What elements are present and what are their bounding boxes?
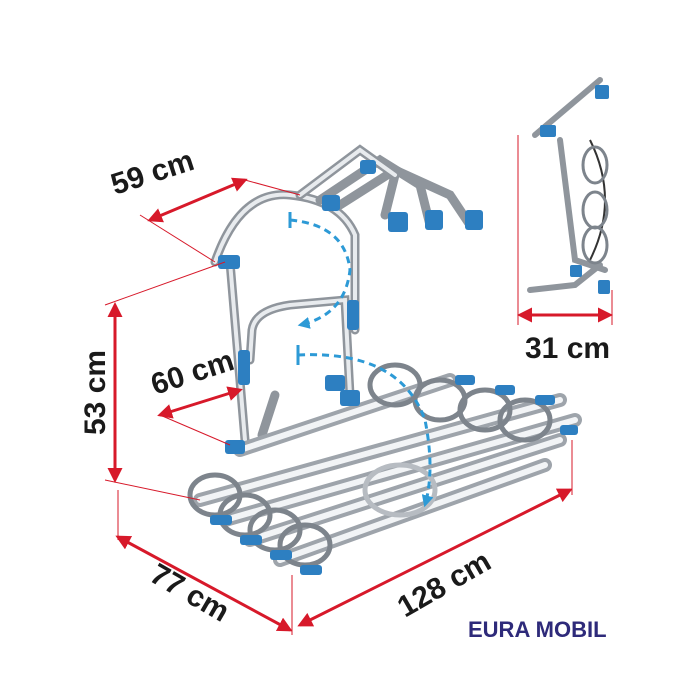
rack-frame	[187, 144, 582, 575]
dimension-53cm: 53 cm	[79, 350, 112, 435]
fold-arrows	[288, 212, 434, 508]
dimension-59cm: 59 cm	[107, 144, 198, 202]
brand-label: EURA MOBIL	[468, 617, 607, 642]
dimension-77cm: 77 cm	[145, 557, 235, 628]
dimension-60cm: 60 cm	[147, 344, 238, 402]
folded-side-view	[527, 77, 610, 294]
dimension-128cm: 128 cm	[392, 545, 497, 624]
dimension-31cm: 31 cm	[525, 332, 610, 365]
dimension-lines	[104, 135, 613, 635]
